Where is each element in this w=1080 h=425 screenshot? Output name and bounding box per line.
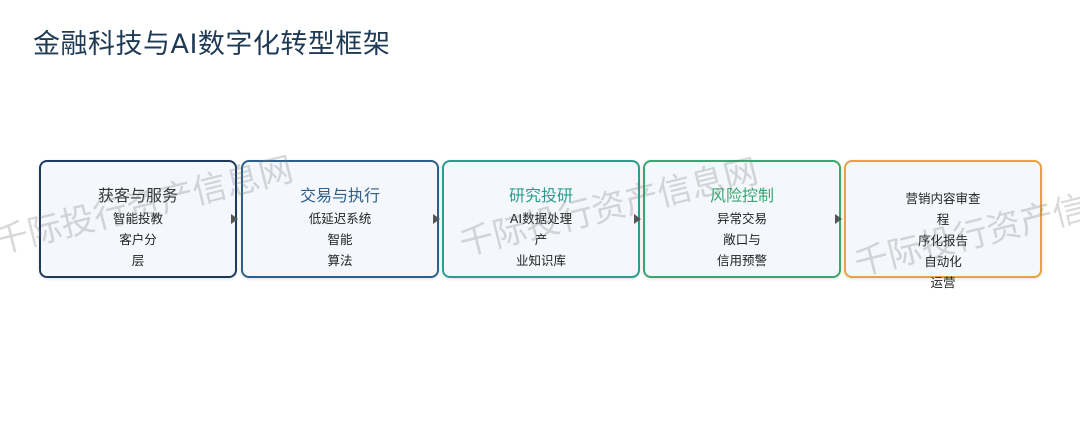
stage-item: 业知识库 [515, 253, 566, 268]
stage-item: 敞口与 [723, 232, 761, 247]
stage-title: 交易与执行 [299, 186, 380, 205]
flow-arrow-icon [433, 214, 440, 224]
stage-box-research: 研究投研 AI数据处理 产 业知识库 [442, 160, 640, 278]
stage-box-trading: 交易与执行 低延迟系统 智能 算法 [241, 160, 439, 278]
stage-box-customer-service: 获客与服务 智能投教 客户分 层 [39, 160, 237, 278]
stage-item: AI数据处理 [509, 211, 573, 226]
stage-box-operations: 营销内容审查 程 序化报告 自动化 运营 [844, 160, 1042, 290]
stage-item: 智能 [327, 232, 353, 247]
flow-arrow-icon [634, 214, 641, 224]
stage-item: 低延迟系统 [308, 211, 372, 226]
stage-item: 产 [534, 232, 548, 247]
stage-item: 异常交易 [716, 211, 767, 226]
page-title: 金融科技与AI数字化转型框架 [33, 29, 391, 60]
stage-item: 信用预警 [716, 253, 767, 268]
stage-item: 运营 [930, 275, 956, 290]
stage-box-risk-control: 风险控制 异常交易 敞口与 信用预警 [643, 160, 841, 278]
flow-arrow-icon [835, 214, 842, 224]
flow-arrow-icon [231, 214, 238, 224]
stage-title: 获客与服务 [97, 186, 178, 205]
stage-title: 研究投研 [508, 186, 573, 205]
stage-item: 序化报告 [917, 233, 968, 248]
stage-title: 风险控制 [709, 186, 774, 205]
stage-item: 层 [131, 253, 145, 268]
stage-item: 营销内容审查 [905, 191, 981, 206]
stage-item: 智能投教 [112, 211, 163, 226]
stage-item: 自动化 [924, 254, 962, 269]
stage-item: 算法 [327, 253, 353, 268]
stage-item: 客户分 [119, 232, 157, 247]
stage-item: 程 [936, 212, 950, 227]
